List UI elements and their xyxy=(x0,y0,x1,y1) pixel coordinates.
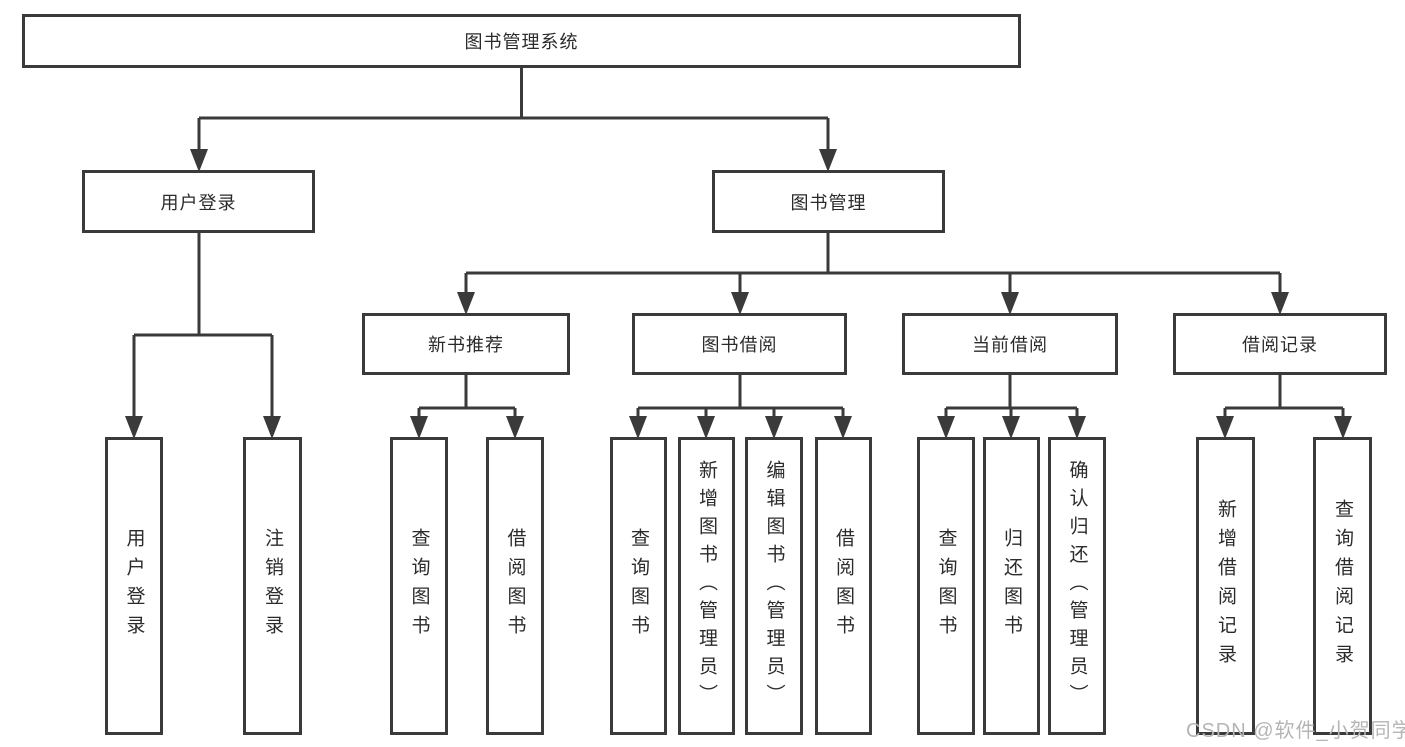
node-book-management: 图书管理 xyxy=(712,170,945,233)
node-label: 用户登录 xyxy=(160,192,237,213)
node-label: 图书借阅 xyxy=(701,335,778,355)
leaf-query-books-current: 查询图书 xyxy=(917,437,975,735)
node-label: 图书管理系统 xyxy=(464,32,579,52)
leaf-confirm-return-admin: 确认归还（管理员） xyxy=(1048,437,1106,735)
leaf-add-borrow-record: 新增借阅记录 xyxy=(1196,437,1255,735)
node-label: 当前借阅 xyxy=(972,335,1048,355)
leaf-borrow-books-recommend: 借阅图书 xyxy=(486,437,544,735)
leaf-edit-book-admin: 编辑图书（管理员） xyxy=(745,437,803,735)
leaf-label: 归还图书 xyxy=(1001,528,1022,644)
leaf-query-books-borrowing: 查询图书 xyxy=(610,437,667,735)
node-user-login: 用户登录 xyxy=(82,170,315,233)
leaf-label: 注销登录 xyxy=(262,528,283,644)
node-book-borrowing: 图书借阅 xyxy=(632,313,847,375)
leaf-label: 编辑图书（管理员） xyxy=(763,460,785,712)
node-borrowing-records: 借阅记录 xyxy=(1173,313,1387,375)
leaf-return-books: 归还图书 xyxy=(983,437,1040,735)
node-label: 新书推荐 xyxy=(428,335,504,355)
csdn-watermark: CSDN @软件_小贺同学 xyxy=(1186,720,1405,742)
node-current-borrowing: 当前借阅 xyxy=(902,313,1118,375)
node-new-book-recommend: 新书推荐 xyxy=(362,313,570,375)
leaf-label: 用户登录 xyxy=(123,528,145,644)
leaf-label: 借阅图书 xyxy=(504,528,526,644)
leaf-label: 查询图书 xyxy=(408,528,430,644)
node-label: 图书管理 xyxy=(790,192,867,213)
leaf-label: 查询图书 xyxy=(935,528,957,644)
leaf-add-book-admin: 新增图书（管理员） xyxy=(678,437,735,735)
leaf-query-borrow-record: 查询借阅记录 xyxy=(1313,437,1372,735)
leaf-query-books-recommend: 查询图书 xyxy=(390,437,448,735)
leaf-label: 借阅图书 xyxy=(833,528,854,644)
leaf-label: 查询借阅记录 xyxy=(1332,499,1353,673)
leaf-label: 新增借阅记录 xyxy=(1215,499,1236,673)
leaf-label: 查询图书 xyxy=(628,528,649,644)
leaf-user-login: 用户登录 xyxy=(105,437,163,735)
arrowhead-icons xyxy=(125,149,1352,439)
node-library-management-system: 图书管理系统 xyxy=(22,14,1021,68)
leaf-label: 新增图书（管理员） xyxy=(696,460,717,712)
leaf-logout: 注销登录 xyxy=(243,437,302,735)
leaf-borrow-books: 借阅图书 xyxy=(815,437,872,735)
node-label: 借阅记录 xyxy=(1242,335,1318,355)
leaf-label: 确认归还（管理员） xyxy=(1066,460,1088,712)
